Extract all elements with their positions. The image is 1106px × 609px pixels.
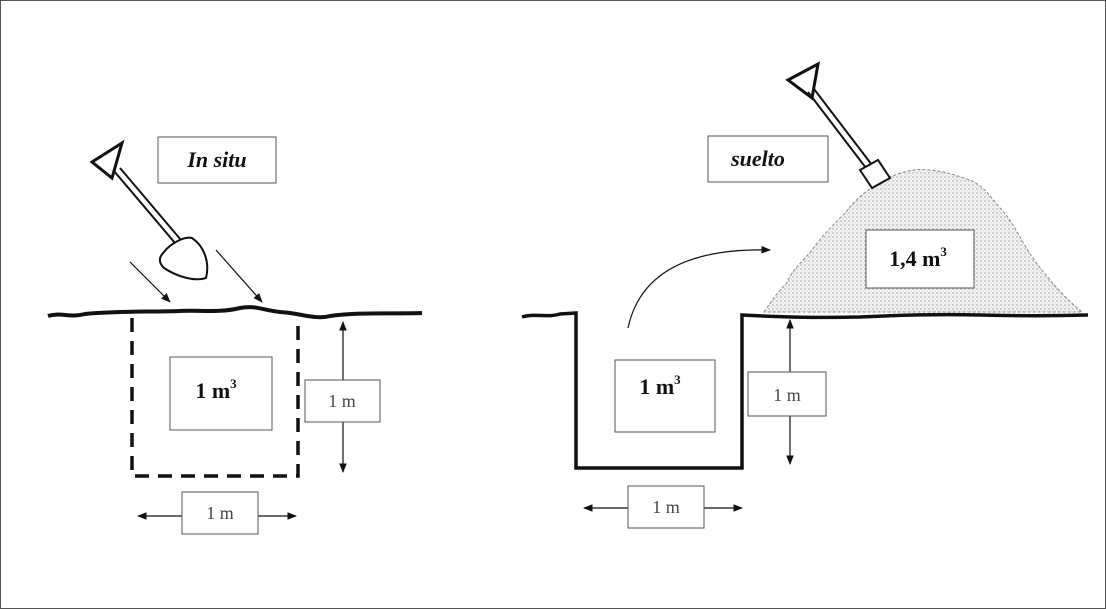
- dig-arrow-right: [215, 249, 263, 303]
- suelto-volume-box: [614, 359, 716, 433]
- pile-volume-label: 1,4 m3: [889, 244, 947, 271]
- shovel-icon: [89, 139, 209, 281]
- in-situ-width-box: [181, 491, 259, 535]
- in-situ-title: In situ: [186, 147, 246, 172]
- in-situ-panel: In situ 1 m3 1 m 1 m: [47, 136, 423, 535]
- in-situ-volume-label: 1 m3: [195, 376, 237, 403]
- ground-line-left: [47, 305, 423, 320]
- pile-volume-box: [865, 229, 975, 289]
- suelto-width-box: [627, 485, 705, 529]
- suelto-title: suelto: [730, 146, 785, 171]
- suelto-panel: suelto 1,4 m3 1 m3 1 m 1 m: [521, 61, 1089, 529]
- in-situ-width-label: 1 m: [206, 503, 234, 523]
- in-situ-title-box: [157, 136, 277, 184]
- suelto-volume-label: 1 m3: [639, 372, 681, 399]
- dashed-cube-outline: [130, 318, 300, 478]
- shovel-on-pile-icon: [785, 61, 892, 190]
- suelto-title-box: [707, 135, 829, 183]
- ground-trench-line: [521, 311, 1089, 470]
- suelto-width-label: 1 m: [652, 497, 680, 517]
- suelto-height-label: 1 m: [773, 385, 801, 405]
- in-situ-height-label: 1 m: [328, 391, 356, 411]
- transfer-arrow: [627, 245, 771, 329]
- in-situ-height-box: [304, 379, 381, 423]
- dig-arrow-left: [129, 261, 171, 303]
- in-situ-volume-box: [169, 356, 273, 431]
- suelto-height-box: [747, 371, 827, 417]
